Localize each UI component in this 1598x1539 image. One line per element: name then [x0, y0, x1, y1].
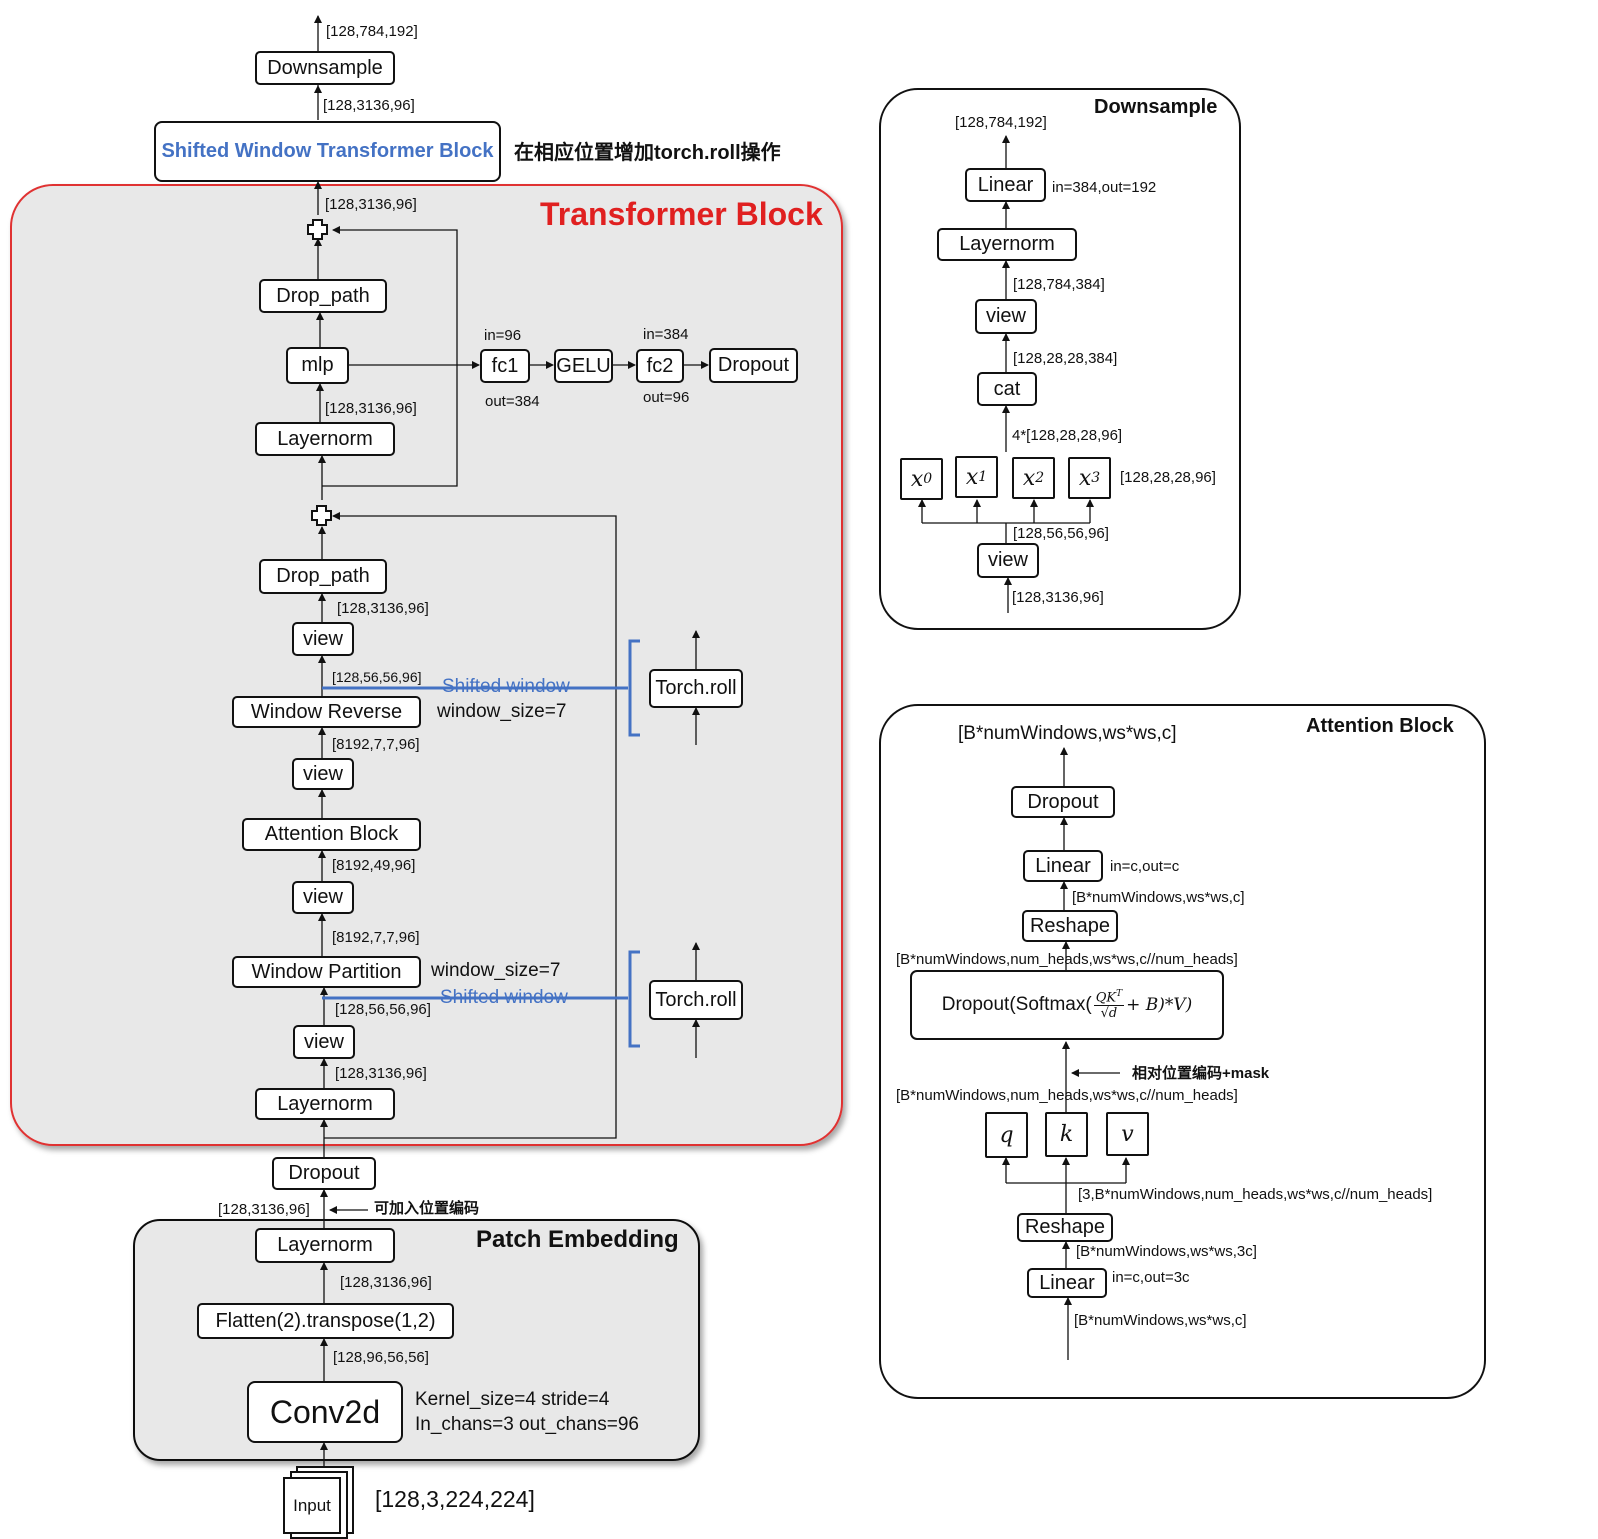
v-box: v [1106, 1112, 1149, 1156]
pe-dropout-box: Dropout [272, 1157, 376, 1190]
torch-roll-box-1: Torch.roll [649, 669, 743, 708]
pe-shape-pos: [128,3136,96] [218, 1201, 310, 1218]
tb-shape-view1: [128,3136,96] [337, 600, 429, 617]
tb-shape-8192-a: [8192,7,7,96] [332, 736, 420, 753]
add-node-1 [307, 219, 328, 240]
ds-cat-box: cat [977, 372, 1037, 406]
ab-shape-heads-1: [B*numWindows,num_heads,ws*ws,c//num_hea… [896, 951, 1238, 968]
pe-layernorm-box: Layernorm [255, 1228, 395, 1263]
ds-out-shape: [128,784,192] [955, 114, 1047, 131]
fc2-out-label: out=96 [643, 389, 690, 406]
q-box: q [985, 1112, 1028, 1158]
ab-shape-qkv: [3,B*numWindows,num_heads,ws*ws,c//num_h… [1078, 1186, 1433, 1203]
tb-shape-8192-49: [8192,49,96] [332, 857, 416, 874]
ab-out-shape: [B*numWindows,ws*ws,c] [958, 723, 1177, 744]
tb-shape-ln: [128,3136,96] [335, 1065, 427, 1082]
ds-shape-4x: 4*[128,28,28,96] [1012, 427, 1123, 444]
ab-shape-reshape: [B*numWindows,ws*ws,c] [1072, 889, 1245, 906]
flatten-box: Flatten(2).transpose(1,2) [197, 1303, 454, 1339]
ds-shape-in: [128,3136,96] [1012, 589, 1104, 606]
window-partition-box: Window Partition [232, 956, 421, 988]
attention-block-title: Attention Block [1306, 715, 1454, 737]
fc2-in-label: in=384 [643, 326, 689, 343]
pos-encoding-note: 可加入位置编码 [374, 1200, 480, 1217]
window-reverse-box: Window Reverse [232, 696, 421, 728]
tb-shape-mlp: [128,3136,96] [325, 400, 417, 417]
ab-linear-2-param: in=c,out=3c [1112, 1269, 1190, 1286]
attention-formula-box: Dropout(Softmax( QKT√d + B)*V) [910, 970, 1224, 1040]
window-size-label-1: window_size=7 [437, 701, 567, 722]
transformer-block-title: Transformer Block [540, 196, 823, 232]
swin-block-box: Shifted Window Transformer Block [154, 121, 501, 182]
swin-note: 在相应位置增加torch.roll操作 [514, 142, 781, 164]
ds-view-box-2: view [977, 543, 1039, 578]
fc1-box: fc1 [480, 349, 530, 383]
pe-shape-flat: [128,3136,96] [340, 1274, 432, 1291]
attention-block-box: Attention Block [242, 818, 421, 851]
input-shape: [128,3,224,224] [375, 1486, 535, 1512]
ab-linear-box-2: Linear [1027, 1268, 1107, 1298]
view-box-3: view [292, 881, 354, 914]
ab-shape-in: [B*numWindows,ws*ws,c] [1074, 1312, 1247, 1329]
patch-embedding-title: Patch Embedding [476, 1226, 679, 1253]
downsample-title: Downsample [1094, 96, 1218, 118]
view-box-4: view [293, 1025, 355, 1059]
layernorm-box-2: Layernorm [255, 1088, 395, 1120]
ds-shape-384: [128,784,384] [1013, 276, 1105, 293]
add-node-2 [311, 505, 332, 526]
ab-reshape-box-1: Reshape [1022, 910, 1118, 942]
ab-shape-3c: [B*numWindows,ws*ws,3c] [1076, 1243, 1257, 1260]
drop-path-box-1: Drop_path [259, 279, 387, 313]
rel-pos-note: 相对位置编码+mask [1132, 1065, 1270, 1082]
drop-path-box-2: Drop_path [259, 559, 387, 594]
gelu-box: GELU [554, 349, 613, 383]
input-card: Input [283, 1477, 341, 1534]
k-box: k [1045, 1112, 1088, 1157]
top-shape-96: [128,3136,96] [323, 97, 415, 114]
view-box-2: view [292, 758, 354, 790]
ds-shape-56: [128,56,56,96] [1013, 525, 1109, 542]
top-output-shape: [128,784,192] [326, 23, 418, 40]
fc2-box: fc2 [636, 349, 684, 383]
ds-view-box-1: view [975, 299, 1037, 334]
ab-linear-1-param: in=c,out=c [1110, 858, 1180, 875]
ds-layernorm-box: Layernorm [937, 228, 1077, 261]
mlp-box: mlp [286, 347, 349, 384]
conv-param-2: In_chans=3 out_chans=96 [415, 1414, 639, 1435]
torch-roll-box-2: Torch.roll [649, 980, 743, 1020]
tb-shape-wp: [128,56,56,96] [335, 1001, 431, 1018]
tb-shape-wr: [128,56,56,96] [332, 669, 422, 685]
layernorm-box-1: Layernorm [255, 422, 395, 456]
downsample-box: Downsample [255, 51, 395, 85]
fc1-in-label: in=96 [484, 327, 522, 344]
tb-shape-top: [128,3136,96] [325, 196, 417, 213]
ds-shape-cat: [128,28,28,384] [1013, 350, 1118, 367]
ab-linear-box-1: Linear [1023, 850, 1103, 882]
ds-linear-box: Linear [965, 168, 1046, 202]
window-size-label-2: window_size=7 [431, 960, 561, 981]
ds-linear-param: in=384,out=192 [1052, 179, 1157, 196]
tb-shape-8192-b: [8192,7,7,96] [332, 929, 420, 946]
mlp-dropout-box: Dropout [709, 348, 798, 383]
view-box-1: view [292, 622, 354, 656]
shifted-window-label-1: Shifted window [442, 676, 570, 697]
fc1-out-label: out=384 [485, 393, 540, 410]
conv-param-1: Kernel_size=4 stride=4 [415, 1389, 610, 1410]
attention-block-panel [879, 704, 1486, 1399]
pe-shape-conv: [128,96,56,56] [333, 1349, 429, 1366]
shifted-window-label-2: Shifted window [440, 987, 568, 1008]
conv2d-box: Conv2d [247, 1381, 403, 1443]
ab-dropout-box: Dropout [1011, 786, 1115, 818]
ab-reshape-box-2: Reshape [1017, 1213, 1113, 1242]
ab-shape-heads-2: [B*numWindows,num_heads,ws*ws,c//num_hea… [896, 1087, 1238, 1104]
ds-shape-x: [128,28,28,96] [1120, 469, 1216, 486]
transformer-block-panel [10, 184, 843, 1146]
